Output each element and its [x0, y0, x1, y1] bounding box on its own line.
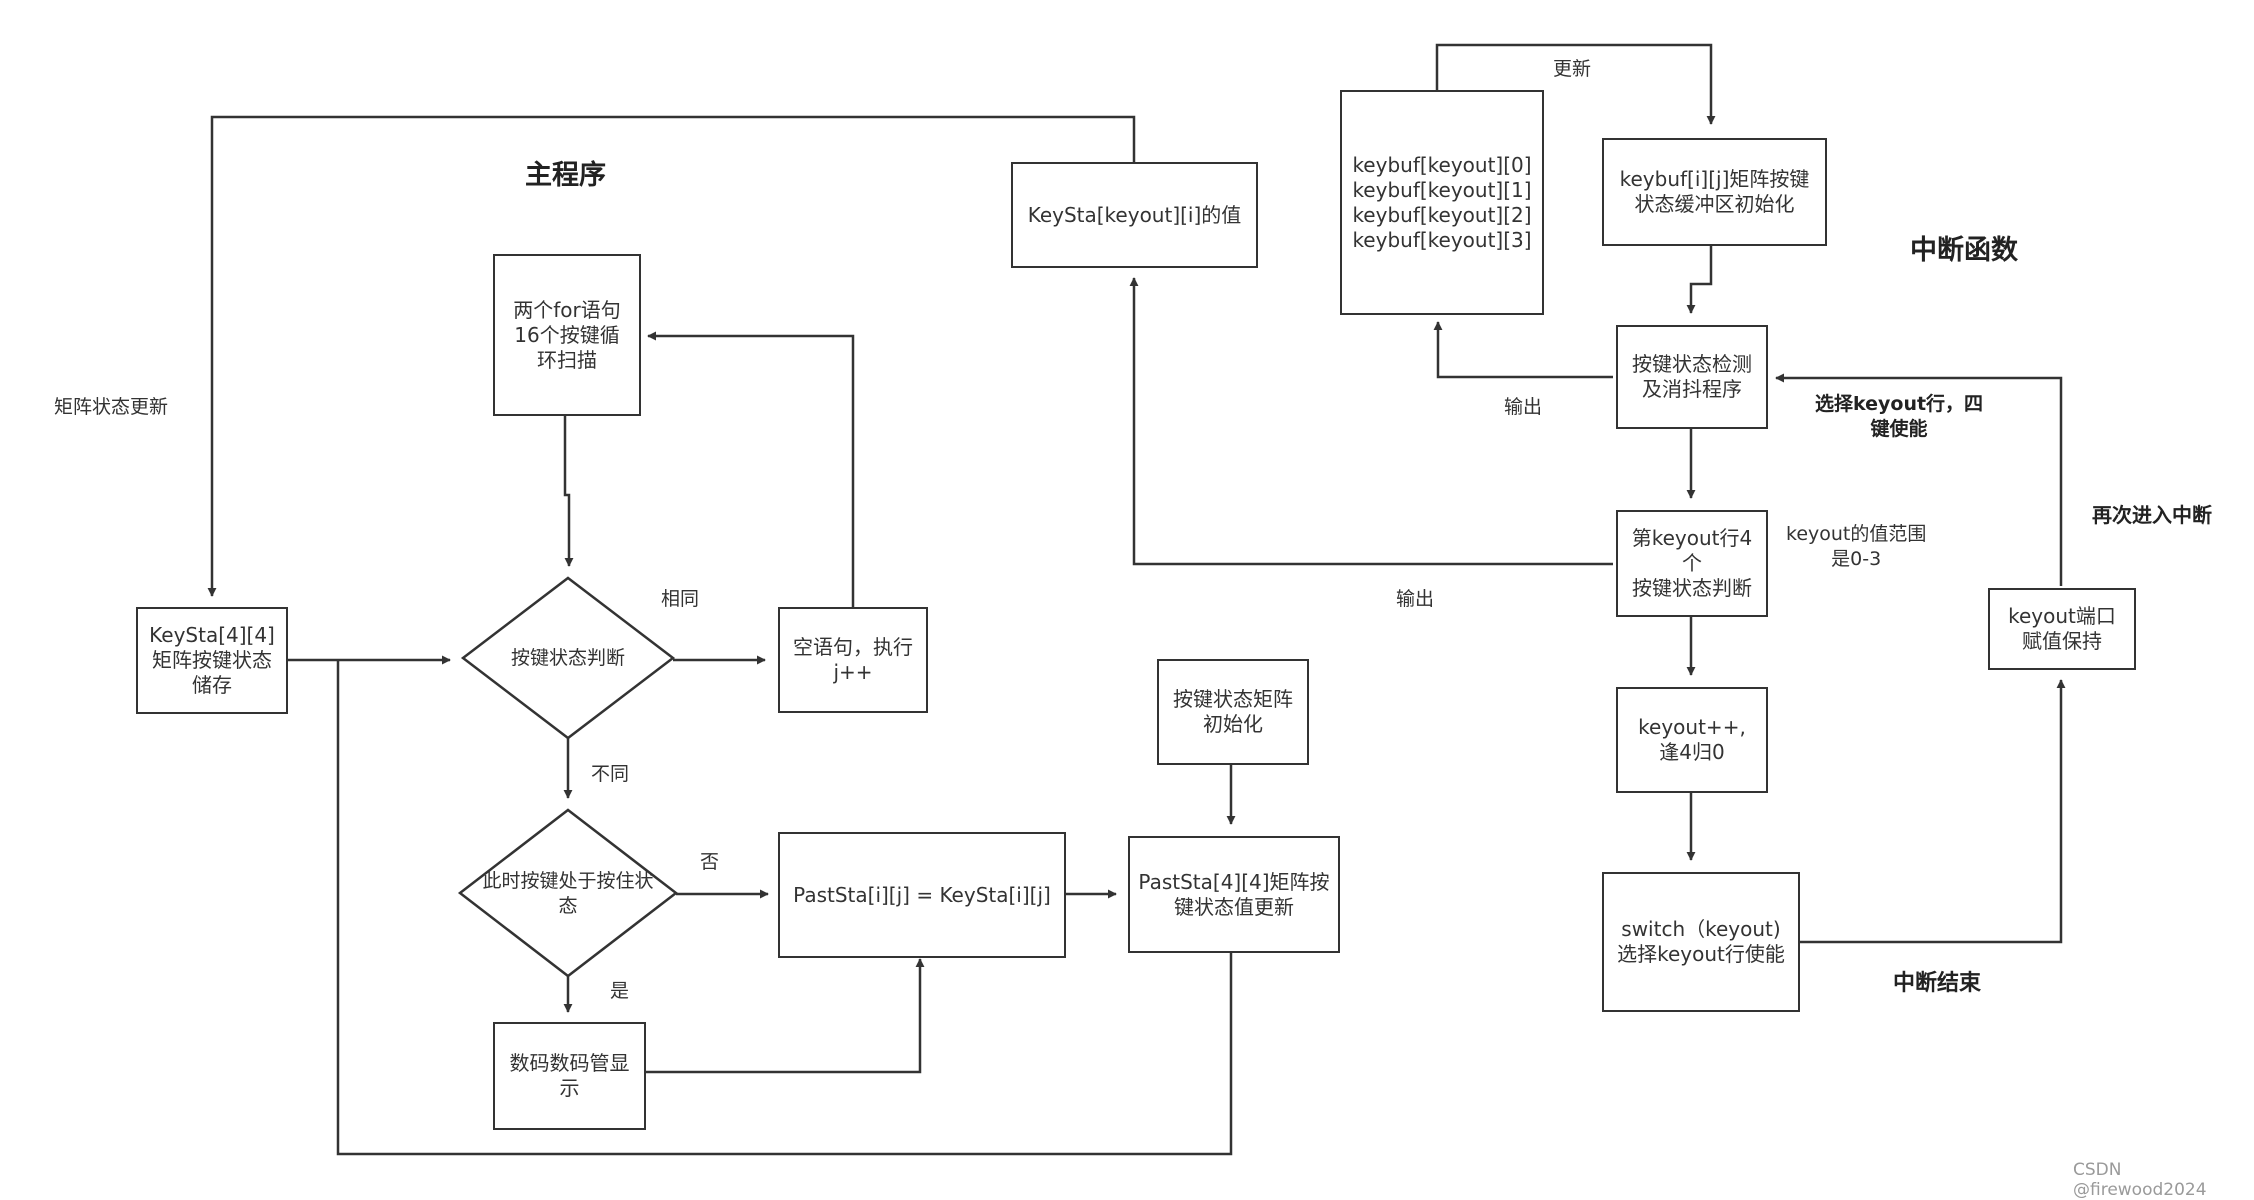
output-label-mid: 输出 [1396, 588, 1435, 610]
watermark: CSDN @firewood2024 [2073, 1160, 2207, 1200]
main-program-title: 主程序 [525, 160, 606, 191]
interrupt-end-label: 中断结束 [1893, 971, 1982, 996]
interrupt-function-title: 中断函数 [1910, 235, 2018, 266]
keybuf-init-box: keybuf[i][j]矩阵按键 状态缓冲区初始化 [1602, 138, 1827, 246]
arrow-keybuf-refresh [1435, 43, 1716, 125]
same-label: 相同 [661, 588, 700, 610]
arrow-row-to-keysta-value [1129, 277, 1613, 566]
two-for-loops-box: 两个for语句 16个按键循 环扫描 [493, 254, 641, 416]
pressed-state-check-label: 此时按键处于按住状 态 [482, 870, 654, 917]
switch-keyout-box: switch（keyout) 选择keyout行使能 [1602, 872, 1800, 1012]
reenter-interrupt-label: 再次进入中断 [2092, 503, 2212, 527]
refresh-label: 更新 [1553, 58, 1592, 80]
line-update-loop-back [336, 660, 1233, 1156]
arrow-detect-to-keybuf [1433, 321, 1613, 379]
arrow-switch-to-hold [1800, 679, 2066, 944]
keysta-storage-box: KeySta[4][4] 矩阵按键状态 储存 [136, 607, 288, 714]
arrow-loops-to-judge [563, 416, 574, 567]
paststa-update-box: PastSta[4][4]矩阵按 键状态值更新 [1128, 836, 1340, 953]
arrow-keysta-value-to-store [207, 115, 1136, 597]
row-judge-box: 第keyout行4 个 按键状态判断 [1616, 510, 1768, 617]
output-label-top: 输出 [1504, 396, 1543, 418]
keyout-range-label: keyout的值范围 是0-3 [1786, 523, 1927, 570]
matrix-update-label: 矩阵状态更新 [54, 396, 169, 418]
matrix-init-box: 按键状态矩阵 初始化 [1157, 659, 1309, 765]
keybuf-values-box: keybuf[keyout][0] keybuf[keyout][1] keyb… [1340, 90, 1544, 315]
different-label: 不同 [591, 763, 630, 785]
yes-label: 是 [610, 980, 630, 1002]
no-label: 否 [700, 851, 720, 873]
key-state-judge-label: 按键状态判断 [510, 646, 625, 669]
empty-statement-box: 空语句，执行 j++ [778, 607, 928, 713]
arrow-hold-to-detect [1775, 373, 2063, 586]
arrow-empty-to-loops [647, 331, 855, 607]
paststa-assign-box: PastSta[i][j] = KeySta[i][j] [778, 832, 1066, 958]
detect-debounce-box: 按键状态检测 及消抖程序 [1616, 325, 1768, 429]
keysta-value-box: KeySta[keyout][i]的值 [1011, 162, 1258, 268]
port-hold-box: keyout端口 赋值保持 [1988, 588, 2136, 670]
arrow-display-to-assign [646, 958, 925, 1074]
select-row-enable-label: 选择keyout行，四 键使能 [1815, 393, 1984, 440]
keyout-increment-box: keyout++, 逢4归0 [1616, 687, 1768, 793]
seg-display-box: 数码数码管显 示 [493, 1022, 646, 1130]
arrow-init-to-detect [1686, 246, 1713, 314]
